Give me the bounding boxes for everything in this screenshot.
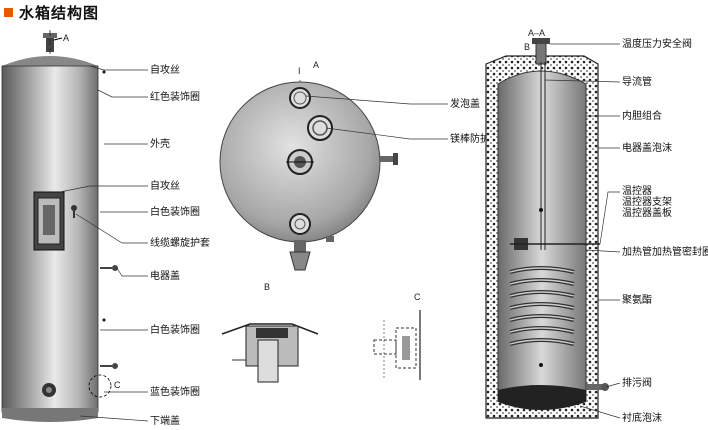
- label-electrical-cover: 电器盖: [150, 269, 180, 282]
- left-leader-lines: [59, 65, 149, 422]
- label-guide-pipe: 导流管: [622, 75, 652, 88]
- label-foam-cap: 发泡盖: [450, 97, 480, 110]
- outer-tank-view: A C: [1, 30, 121, 422]
- section-marker-a-top: A: [313, 60, 319, 70]
- label-heater-seal-ring: 加热管加热管密封圈: [622, 245, 708, 258]
- label-outer-shell: 外壳: [150, 137, 170, 150]
- detail-b: [221, 323, 319, 383]
- label-cable-spiral-sleeve: 线缆螺旋护套: [150, 236, 210, 249]
- label-blue-trim-ring: 蓝色装饰圈: [150, 385, 200, 398]
- label-white-trim-ring-1: 白色装饰圈: [150, 205, 200, 218]
- detail-marker-c-view: C: [414, 292, 421, 302]
- label-bottom-end-cap: 下端盖: [150, 414, 180, 427]
- right-labels: 温度压力安全阀 导流管 内胆组合 电器盖泡沫 温控器 温控器支架 温控器盖板 加…: [622, 37, 708, 424]
- label-thermostat-bracket: 温控器支架: [622, 195, 672, 208]
- detail-c: C: [373, 292, 421, 380]
- mid-leader-lines: [305, 95, 448, 140]
- page-title: 水箱结构图: [4, 2, 99, 22]
- label-temp-pressure-relief-valve: 温度压力安全阀: [622, 37, 692, 50]
- label-white-trim-ring-2: 白色装饰圈: [150, 323, 200, 336]
- label-thermostat-cover-plate: 温控器盖板: [622, 206, 672, 219]
- title-marker-icon: [4, 7, 13, 17]
- section-marker-b-cutaway: B: [524, 42, 530, 52]
- section-marker-b: B: [264, 282, 270, 292]
- label-thermostat: 温控器: [622, 184, 652, 197]
- label-drain-valve: 排污阀: [622, 376, 652, 389]
- left-labels: 自攻丝 红色装饰圈 外壳 自攻丝 白色装饰圈 线缆螺旋护套 电器盖 白色装饰圈 …: [150, 63, 210, 427]
- label-inner-tank-assembly: 内胆组合: [622, 109, 662, 122]
- top-view-disc: I A B: [219, 60, 398, 292]
- cutaway-tank-view: A–A B: [485, 28, 609, 419]
- section-marker-a: A: [63, 33, 69, 43]
- label-red-trim-ring: 红色装饰圈: [150, 90, 200, 103]
- label-electrical-cover-foam: 电器盖泡沫: [622, 141, 672, 154]
- label-base-foam: 衬底泡沫: [622, 411, 662, 424]
- tick-marker: I: [298, 66, 301, 76]
- section-marker-a-a: A–A: [528, 28, 545, 38]
- title-text: 水箱结构图: [19, 4, 100, 22]
- label-self-tapping-screw-1: 自攻丝: [150, 63, 180, 76]
- label-polyurethane: 聚氨酯: [622, 293, 652, 306]
- detail-marker-c: C: [114, 380, 121, 390]
- label-self-tapping-screw-2: 自攻丝: [150, 179, 180, 192]
- right-leader-lines: [544, 43, 621, 419]
